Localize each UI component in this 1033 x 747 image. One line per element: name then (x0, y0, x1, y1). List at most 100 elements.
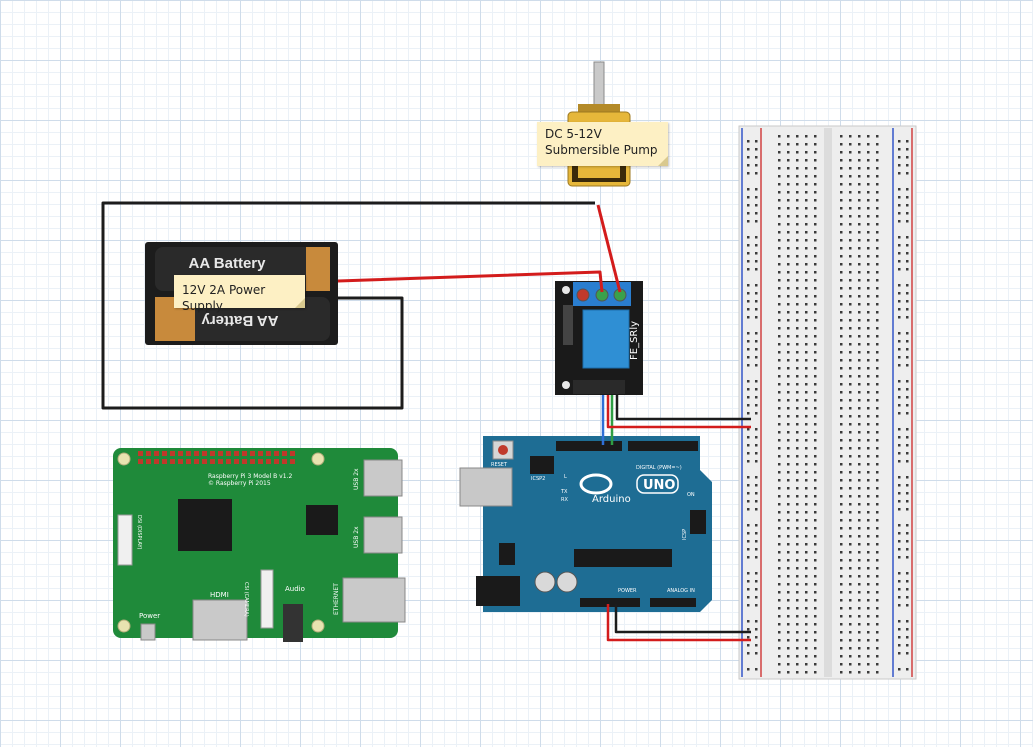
breadboard-hole (787, 199, 790, 202)
rpi-gpio-pin (290, 459, 295, 464)
breadboard-rail-hole (906, 340, 909, 343)
breadboard-hole (876, 487, 879, 490)
breadboard-hole (849, 479, 852, 482)
breadboard-rail-hole (755, 548, 758, 551)
breadboard-hole (858, 295, 861, 298)
breadboard-rail-hole (755, 236, 758, 239)
rpi-gpio-pin (218, 459, 223, 464)
breadboard-hole (814, 351, 817, 354)
arduino-model-badge (636, 474, 679, 494)
breadboard-hole (814, 639, 817, 642)
breadboard-rail-hole (906, 308, 909, 311)
breadboard-rail-hole (755, 588, 758, 591)
breadboard-hole (849, 639, 852, 642)
breadboard-rail-hole (755, 284, 758, 287)
breadboard-hole (778, 287, 781, 290)
breadboard-hole (867, 247, 870, 250)
breadboard-hole (876, 247, 879, 250)
breadboard-hole (778, 335, 781, 338)
breadboard-hole (796, 439, 799, 442)
breadboard-hole (787, 151, 790, 154)
breadboard-hole (867, 343, 870, 346)
breadboard-hole (849, 623, 852, 626)
breadboard-rail-hole (906, 204, 909, 207)
breadboard-hole (796, 391, 799, 394)
breadboard-hole (796, 271, 799, 274)
arduino-mcu-chip (574, 549, 672, 567)
breadboard-hole (778, 431, 781, 434)
breadboard-hole (796, 175, 799, 178)
breadboard-hole (867, 471, 870, 474)
breadboard-hole (849, 471, 852, 474)
power-supply-note: 12V 2A Power Supply (174, 275, 305, 313)
breadboard-hole (876, 631, 879, 634)
breadboard-hole (778, 151, 781, 154)
breadboard-hole (805, 335, 808, 338)
breadboard-hole (849, 527, 852, 530)
breadboard-hole (787, 551, 790, 554)
breadboard-hole (796, 511, 799, 514)
breadboard-hole (867, 383, 870, 386)
breadboard-hole (876, 439, 879, 442)
breadboard-hole (876, 655, 879, 658)
breadboard-hole (778, 263, 781, 266)
breadboard-hole (867, 607, 870, 610)
breadboard-rail-hole (747, 428, 750, 431)
breadboard-hole (858, 191, 861, 194)
breadboard-hole (787, 503, 790, 506)
breadboard-hole (840, 631, 843, 634)
breadboard-hole (796, 471, 799, 474)
breadboard-rail-hole (755, 444, 758, 447)
breadboard-rail-hole (755, 492, 758, 495)
breadboard-hole (787, 407, 790, 410)
breadboard-rail-hole (898, 388, 901, 391)
breadboard-rail-hole (747, 332, 750, 335)
breadboard-rail-hole (906, 404, 909, 407)
breadboard-hole (876, 543, 879, 546)
breadboard-rail-hole (906, 548, 909, 551)
breadboard-rail-hole (898, 156, 901, 159)
breadboard-rail-hole (755, 580, 758, 583)
breadboard-hole (840, 495, 843, 498)
breadboard-hole (849, 511, 852, 514)
breadboard-hole (778, 207, 781, 210)
breadboard-hole (778, 591, 781, 594)
breadboard-hole (858, 399, 861, 402)
breadboard-hole (876, 239, 879, 242)
breadboard-hole (867, 527, 870, 530)
breadboard-hole (849, 391, 852, 394)
breadboard-hole (858, 495, 861, 498)
breadboard-hole (787, 223, 790, 226)
breadboard-rail-hole (747, 652, 750, 655)
breadboard-hole (867, 479, 870, 482)
rpi-gpio-pin (218, 451, 223, 456)
breadboard-hole (840, 663, 843, 666)
breadboard-hole (858, 247, 861, 250)
breadboard-hole (849, 487, 852, 490)
breadboard-hole (787, 655, 790, 658)
rpi-gpio-pin (186, 459, 191, 464)
breadboard-hole (876, 511, 879, 514)
wire-red-arduino-bb (606, 604, 751, 642)
breadboard-hole (840, 359, 843, 362)
breadboard-rail-hole (747, 188, 750, 191)
rpi-mount-hole (117, 452, 131, 466)
breadboard-hole (805, 183, 808, 186)
breadboard-hole (787, 511, 790, 514)
breadboard-hole (858, 327, 861, 330)
breadboard-hole (778, 351, 781, 354)
breadboard-hole (805, 447, 808, 450)
breadboard-rail-hole (747, 196, 750, 199)
breadboard-hole (867, 615, 870, 618)
breadboard-hole (814, 231, 817, 234)
arduino-reset-cap[interactable] (498, 445, 508, 455)
breadboard-hole (876, 551, 879, 554)
breadboard-hole (849, 375, 852, 378)
breadboard-hole (778, 367, 781, 370)
breadboard-hole (778, 447, 781, 450)
relay-mount-hole (562, 381, 570, 389)
breadboard-hole (858, 415, 861, 418)
breadboard-rail-hole (755, 364, 758, 367)
breadboard-rail-hole (898, 260, 901, 263)
breadboard-rail-hole (755, 404, 758, 407)
